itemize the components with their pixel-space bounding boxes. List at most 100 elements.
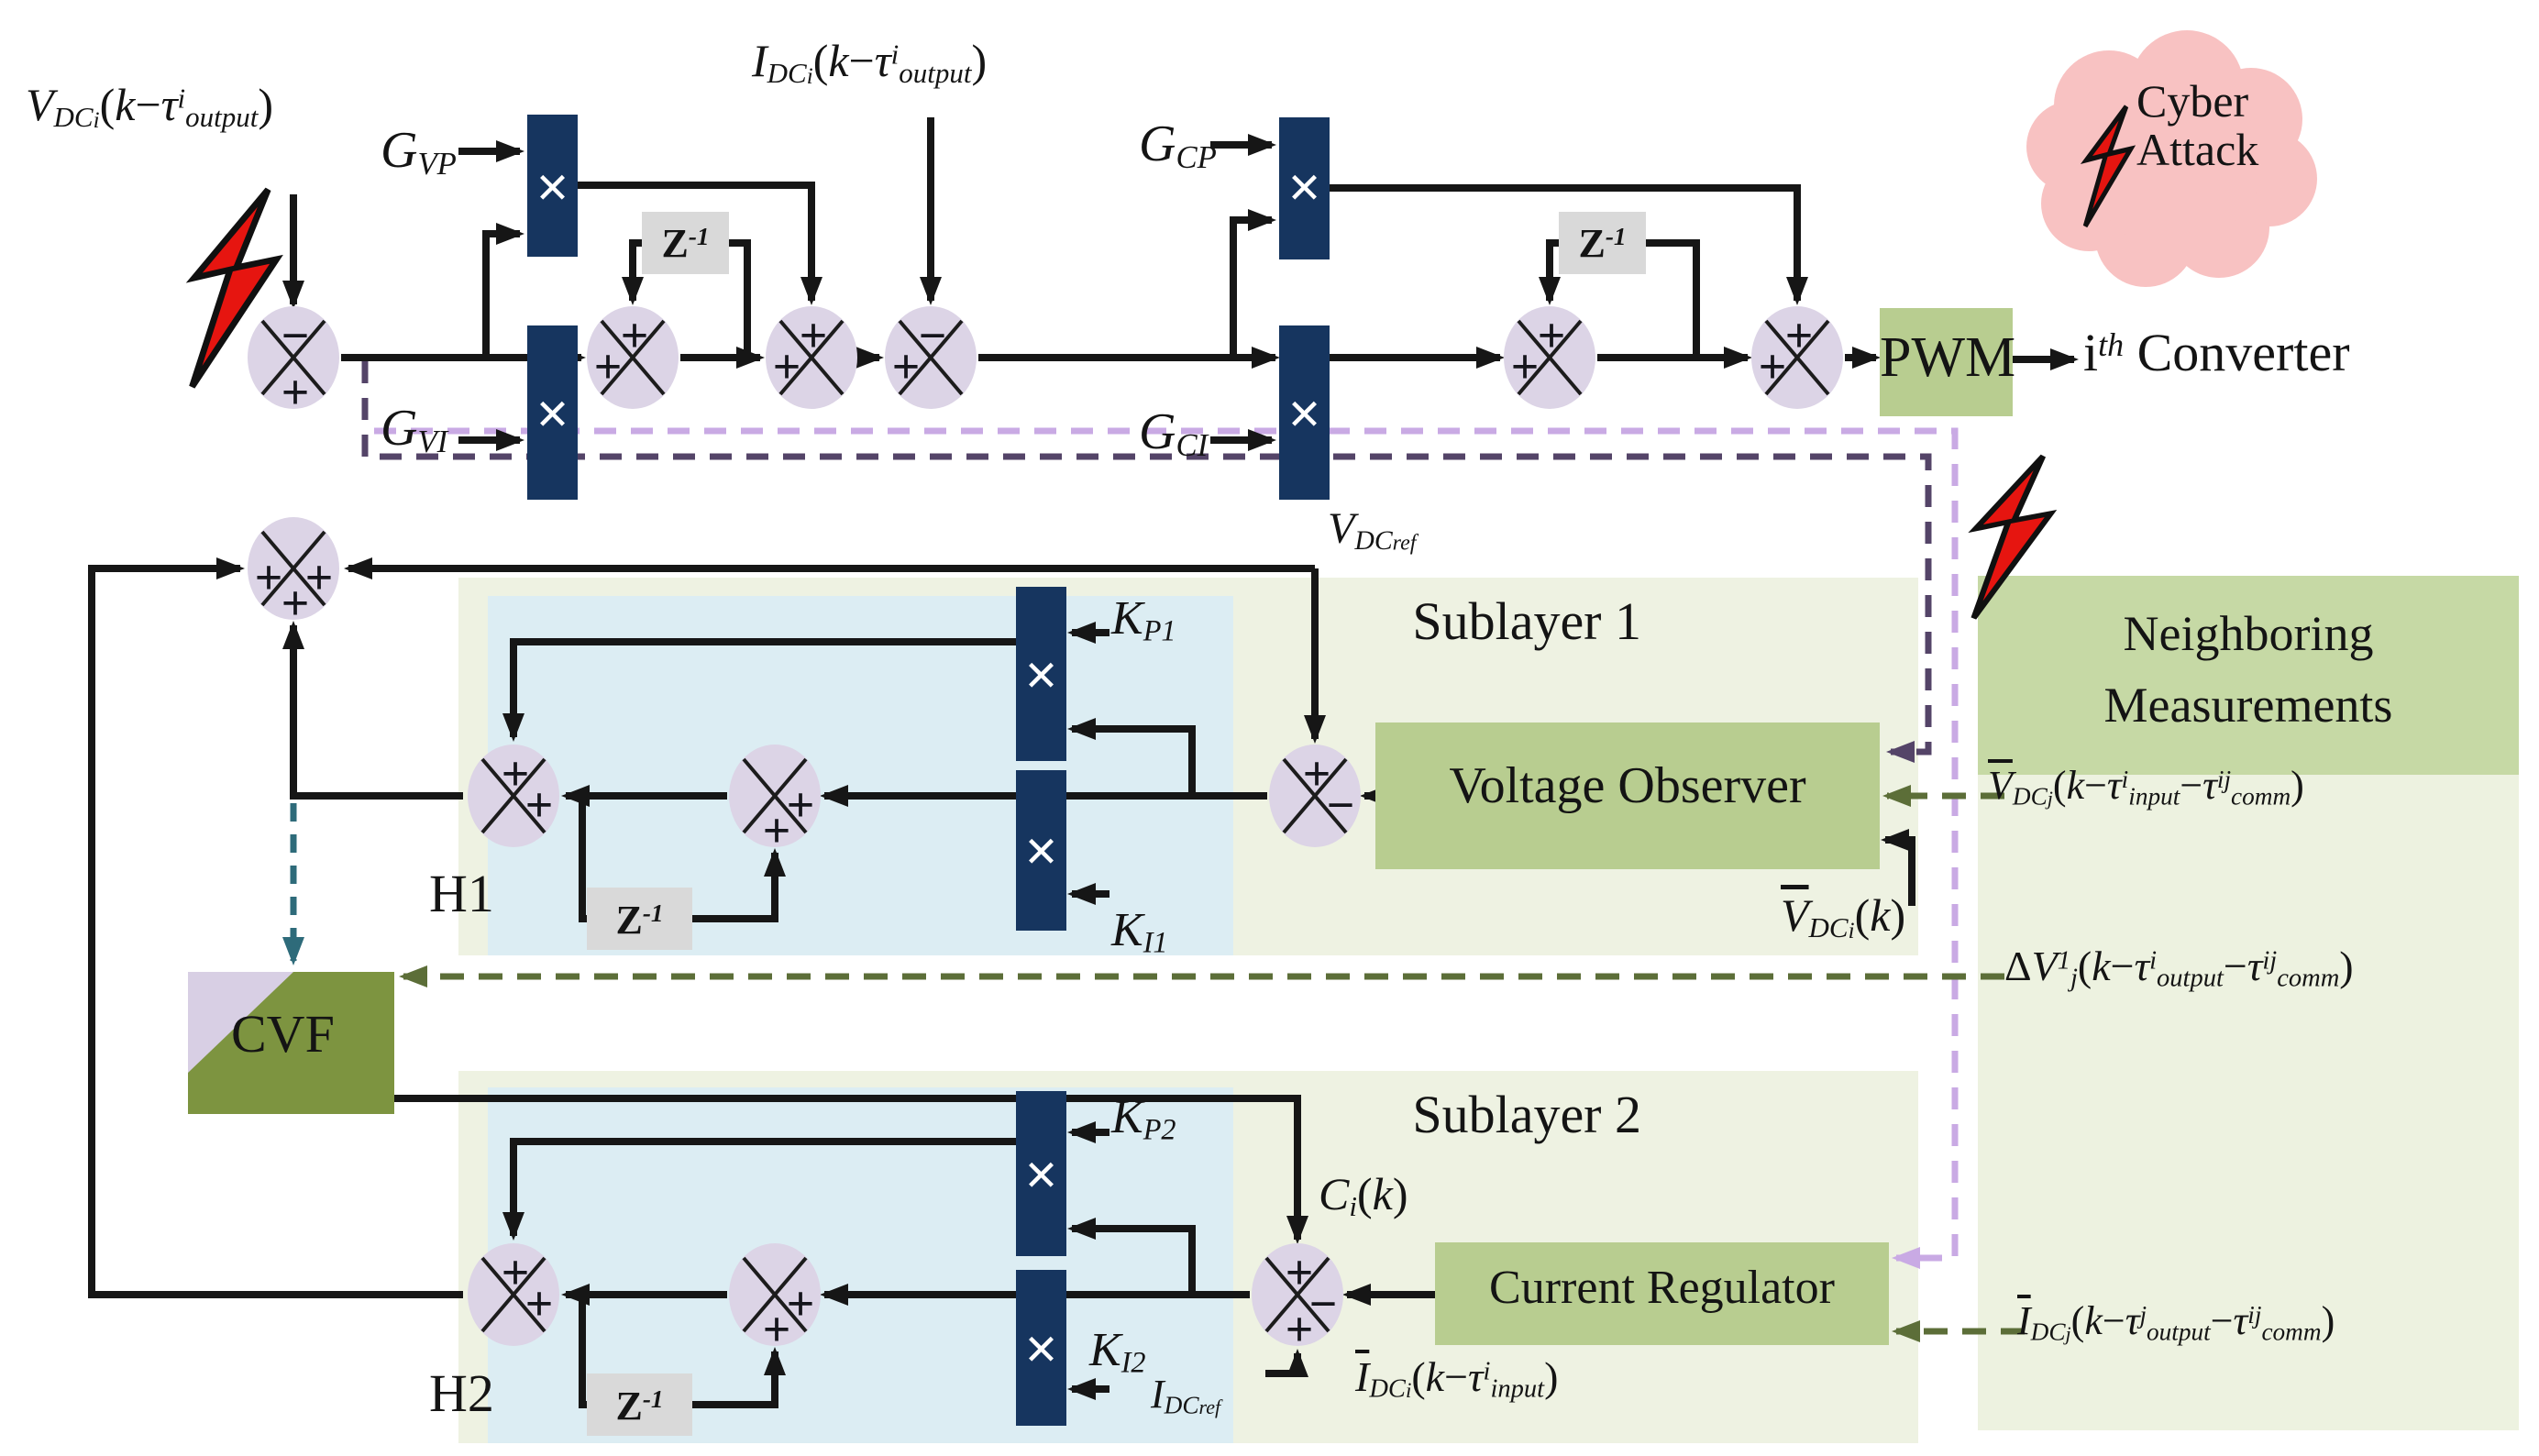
sum-junctions: −+++++−+++++++++−+++++−+++++ (248, 306, 1843, 1357)
sum-junction-h1: ++ (468, 745, 559, 847)
idc-ref-label: IDCref (1151, 1372, 1221, 1419)
z-inverse-label-current: Z-1 (1578, 221, 1627, 266)
z-delay-block-h1 (587, 888, 692, 950)
svg-text:+: + (773, 339, 801, 394)
z-inverse-label-voltage: Z-1 (661, 221, 710, 266)
vbar-dcj-label: VDCj(k−τiinput−τijcomm) (1988, 763, 2304, 811)
z-delay-block-voltage (642, 212, 729, 274)
cyber-attack-label: Cyber Attack (2136, 75, 2259, 175)
kp1-multiplier-block (1016, 587, 1066, 761)
multiply-icon: ✕ (1023, 652, 1059, 700)
svg-text:+: + (502, 746, 530, 801)
multiply-icon: ✕ (1023, 1152, 1059, 1199)
current-regulator-label: Current Regulator (1489, 1262, 1835, 1314)
sum-junction-s4: −+ (885, 306, 977, 409)
kp2-multiplier-block (1016, 1091, 1066, 1256)
ibar-dci-label: IDCi(k−τiinput) (1355, 1353, 1559, 1404)
z-inverse-label-h1: Z-1 (615, 898, 664, 943)
z-inverse-label-h2: Z-1 (615, 1384, 664, 1428)
sum-junction-s7: +++ (248, 517, 339, 631)
cyber-attack-cloud (2026, 30, 2317, 287)
ibar-dcj-label: IDCj(k−τjoutput−τijcomm) (2017, 1298, 2335, 1346)
svg-text:+: + (1286, 1245, 1314, 1300)
cvf-label: CVF (231, 1004, 335, 1064)
svg-text:+: + (525, 778, 554, 833)
voltage-error-dashed-line (361, 361, 1932, 763)
svg-text:+: + (305, 550, 334, 605)
gci-label: GCI (1139, 403, 1209, 464)
sum-junction-s5: ++ (1504, 306, 1595, 409)
blocks (188, 115, 2013, 1436)
gcp-label: GCP (1139, 116, 1217, 176)
vdc-delayed-label: VDCi(k−τioutput) (26, 79, 274, 134)
cvf-corner-decoration (188, 972, 293, 1073)
ci-k-label: Ci(k) (1319, 1168, 1408, 1223)
gcp-multiplier-block (1279, 117, 1330, 259)
svg-text:−: − (1327, 778, 1355, 833)
sum-junction-s2: ++ (587, 306, 679, 409)
pwm-block (1880, 308, 2013, 416)
sum-junction-si1: ++ (729, 745, 821, 858)
svg-text:+: + (763, 1302, 791, 1357)
sum-junction-si2: ++ (729, 1243, 821, 1357)
svg-text:+: + (281, 576, 310, 631)
svg-text:+: + (787, 1276, 815, 1331)
sum-junction-s1: −+ (248, 306, 339, 420)
sublayer2-label: Sublayer 2 (1412, 1085, 1641, 1144)
lightning-bolts (185, 105, 2136, 620)
multiply-icon: ✕ (1023, 1326, 1059, 1373)
svg-text:+: + (800, 308, 828, 363)
idc-delayed-label: IDCi(k−τioutput) (752, 35, 988, 90)
z-delay-block-h2 (587, 1373, 692, 1436)
sum-junction-s9: +−+ (1252, 1243, 1343, 1357)
ki2-multiplier-block (1016, 1270, 1066, 1426)
h1-label: H1 (429, 864, 494, 923)
sum-junction-s8: +− (1269, 745, 1361, 847)
svg-text:+: + (1303, 746, 1331, 801)
svg-text:+: + (281, 365, 310, 420)
neighboring-body-box (1978, 775, 2519, 1430)
gvp-multiplier-block (527, 115, 578, 257)
svg-text:−: − (919, 308, 947, 363)
voltage-observer-block (1375, 722, 1880, 869)
sum-junction-h2: ++ (468, 1243, 559, 1346)
neighboring-measurements-label: Neighboring Measurements (2103, 606, 2393, 734)
svg-text:+: + (787, 778, 815, 833)
vbar-dci-k-label: VDCi(k) (1781, 889, 1906, 944)
pwm-label: PWM (1880, 326, 2016, 389)
svg-text:+: + (594, 339, 623, 394)
converter-label: ith Converter (2083, 323, 2350, 382)
ki2-label: KI2 (1089, 1324, 1146, 1379)
svg-text:+: + (1286, 1302, 1314, 1357)
multiply-icon: ✕ (535, 164, 570, 212)
svg-text:−: − (281, 308, 310, 363)
multiply-icon: ✕ (1286, 164, 1322, 212)
attack-bolt-comm-icon (1968, 454, 2058, 620)
svg-text:+: + (892, 339, 921, 394)
z-delay-block-current (1559, 212, 1646, 274)
multiply-icon: ✕ (1286, 391, 1322, 438)
svg-text:+: + (255, 550, 283, 605)
sublayer1-label: Sublayer 1 (1412, 591, 1641, 651)
svg-text:+: + (1511, 339, 1540, 394)
signal-lines (88, 117, 2079, 1408)
attack-bolt-vdc-icon (185, 187, 283, 389)
gci-multiplier-block (1279, 325, 1330, 500)
sum-junction-s3: ++ (766, 306, 857, 409)
vdc-ref-label: VDCref (1328, 504, 1417, 556)
gvi-label: GVI (381, 400, 448, 460)
ki1-multiplier-block (1016, 770, 1066, 931)
neighboring-header-box (1978, 576, 2519, 775)
gvi-multiplier-block (527, 325, 578, 500)
h2-label: H2 (429, 1363, 494, 1423)
svg-text:−: − (1309, 1276, 1338, 1331)
sum-junction-s6: ++ (1751, 306, 1843, 409)
svg-text:+: + (502, 1245, 530, 1300)
attack-bolt-cloud-icon (2080, 105, 2136, 228)
current-regulator-block (1435, 1242, 1889, 1345)
deltav-j-label: ΔV1j(k−τioutput−τijcomm) (2004, 943, 2354, 993)
svg-text:+: + (621, 308, 649, 363)
svg-text:+: + (763, 803, 791, 858)
